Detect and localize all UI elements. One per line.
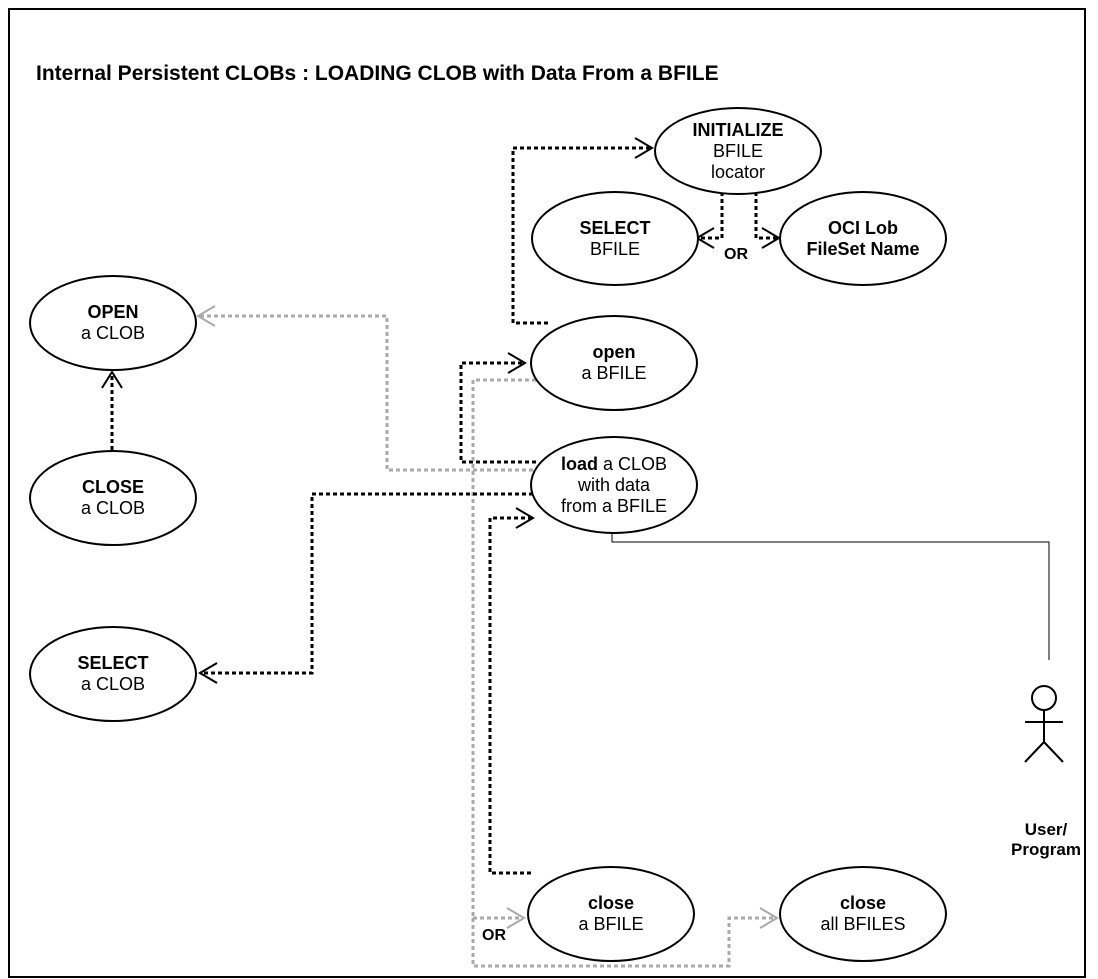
connector-initialize-to-oci-lob <box>754 192 778 240</box>
connector-close-bfile-to-load <box>488 516 533 875</box>
use-case-keyword: SELECT <box>77 653 149 673</box>
arrowhead-load <box>515 507 535 529</box>
use-case-text: locator <box>710 161 766 182</box>
connector-load-to-open-bfile <box>459 361 536 464</box>
use-case-keyword: OPEN <box>87 302 139 322</box>
use-case-keyword: open <box>592 342 636 362</box>
use-case-text: a BFILE <box>581 363 647 383</box>
use-case-initialize-bfile-locator[interactable]: INITIALIZE BFILE locator <box>654 107 822 195</box>
use-case-keyword: OCI Lob <box>828 217 898 238</box>
actor-label: User/ Program <box>1000 820 1092 860</box>
diagram-frame <box>8 8 1086 978</box>
use-case-keyword: SELECT <box>579 217 651 238</box>
actor-label-line: User/ <box>1024 820 1068 839</box>
arrowhead-close-all-bfiles <box>759 907 779 929</box>
arrowhead-initialize <box>634 137 654 159</box>
use-case-keyword: close <box>587 893 635 913</box>
connector-load-to-select-clob <box>200 492 540 675</box>
use-case-keyword: CLOSE <box>81 477 144 497</box>
connector-gray-to-close-all <box>471 916 777 968</box>
diagram-title: Internal Persistent CLOBs : LOADING CLOB… <box>36 62 719 85</box>
use-case-close-clob[interactable]: CLOSE a CLOB <box>29 450 197 546</box>
use-case-oci-lob-fileset-name[interactable]: OCI Lob FileSet Name <box>779 191 947 286</box>
use-case-select-bfile[interactable]: SELECT BFILE <box>531 191 699 286</box>
actor-label-line: Program <box>1011 840 1081 859</box>
actor-association-line <box>611 532 1050 660</box>
use-case-open-clob[interactable]: OPEN a CLOB <box>29 275 197 371</box>
arrowhead-open-clob <box>196 305 216 327</box>
use-case-close-bfile[interactable]: close a BFILE <box>527 866 695 962</box>
use-case-text: a CLOB <box>597 453 668 474</box>
arrowhead-select-clob <box>198 662 218 684</box>
use-case-keyword: INITIALIZE <box>692 119 784 140</box>
use-case-keyword: close <box>839 893 887 913</box>
use-case-text: from a BFILE <box>560 495 668 516</box>
use-case-text: all BFILES <box>820 914 906 934</box>
use-case-select-clob[interactable]: SELECT a CLOB <box>29 626 197 722</box>
use-case-text: with data <box>577 474 651 495</box>
arrowhead-close-bfile-gray <box>506 907 526 929</box>
use-case-text: a CLOB <box>80 674 146 694</box>
use-case-load-clob-from-bfile[interactable]: load a CLOB with data from a BFILE <box>530 436 698 534</box>
use-case-open-bfile[interactable]: open a BFILE <box>530 315 698 411</box>
or-label-bottom: OR <box>482 927 506 944</box>
actor-icon <box>1024 685 1064 763</box>
use-case-keyword: FileSet Name <box>806 238 920 259</box>
use-case-text: a CLOB <box>80 323 146 343</box>
use-case-close-all-bfiles[interactable]: close all BFILES <box>779 866 947 962</box>
use-case-text-line: load a CLOB <box>561 454 667 475</box>
arrowhead-open-clob-vertical <box>101 370 123 389</box>
use-case-text: BFILE <box>589 238 641 259</box>
connector-initialize-to-select-bfile <box>697 192 724 240</box>
connector-load-to-open-clob <box>198 314 540 472</box>
use-case-text: BFILE <box>712 140 764 161</box>
connector-open-bfile-to-initialize <box>511 146 650 325</box>
arrowhead-open-bfile <box>507 352 527 374</box>
connector-open-bfile-to-close-bfile <box>471 378 536 918</box>
or-label-top: OR <box>724 246 748 263</box>
use-case-keyword: load <box>560 453 598 474</box>
use-case-text: a CLOB <box>80 498 146 518</box>
use-case-text: a BFILE <box>578 914 644 934</box>
